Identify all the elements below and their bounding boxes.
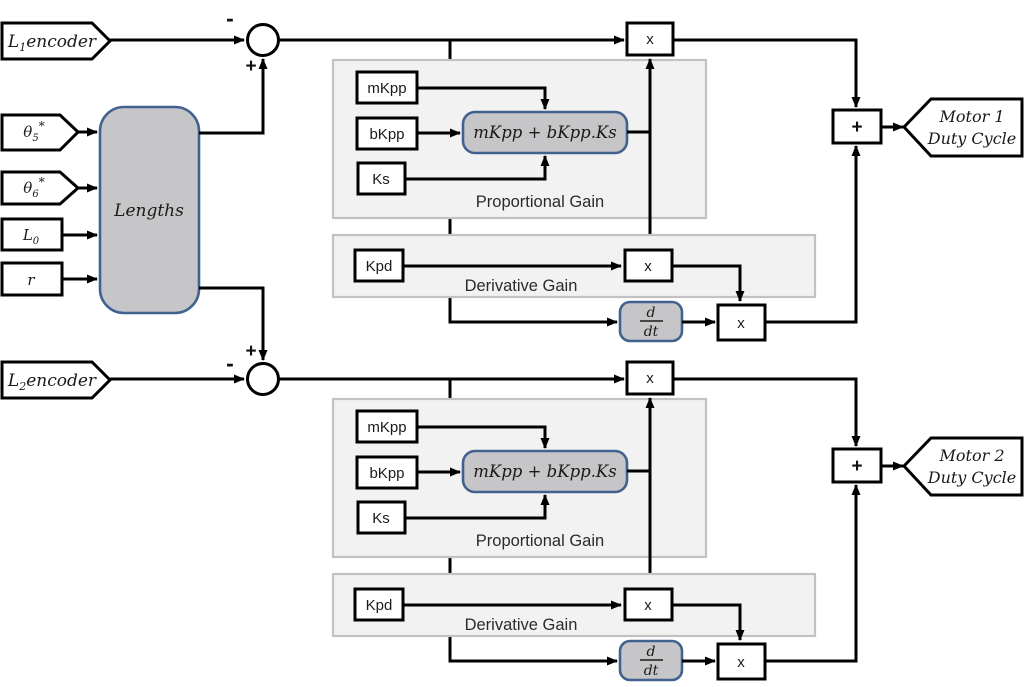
bkpp-label: bKpp (369, 126, 404, 143)
ddt-numerator: d (647, 305, 656, 321)
plus-sign: + (245, 56, 256, 77)
multiplier-label: x (737, 315, 745, 332)
ks-label: Ks (372, 171, 390, 188)
ddt-numerator: d (647, 644, 656, 660)
l1-encoder-label: L1encoder (7, 32, 97, 54)
mkpp-box (355, 70, 419, 105)
lengths-to-junction1-line (199, 58, 268, 135)
deriv-product-line (672, 603, 745, 641)
mkpp-line (417, 425, 550, 449)
motor-output-line2: Duty Cycle (927, 468, 1017, 487)
lengths-label: Lengths (113, 201, 184, 221)
deriv-term-to-sum-line (765, 484, 861, 663)
gain-formula-label: mKpp + bKpp.Ks (473, 462, 616, 481)
lengths-block (98, 105, 201, 315)
sum-label: + (851, 117, 862, 138)
kpd-box (353, 587, 405, 622)
theta5-label: θ5* (23, 119, 44, 144)
multiplier-label: x (737, 654, 745, 671)
minus-sign: - (226, 350, 234, 376)
lengths-to-junction2-line (199, 286, 268, 361)
derivative-gain-label: Derivative Gain (465, 616, 578, 634)
kpd-label: Kpd (366, 258, 393, 275)
summing-junction-1 (246, 23, 280, 57)
theta6-input (0, 170, 81, 206)
kpd-label: Kpd (366, 597, 393, 614)
motor-output-line2: Duty Cycle (927, 129, 1017, 148)
l0-label: L0 (22, 226, 40, 247)
mkpp-line (417, 86, 550, 110)
l2-encoder-input (0, 360, 113, 400)
reference-inputs: θ5* θ6* L0 r (0, 113, 98, 297)
theta5-input (0, 113, 81, 152)
error-multiplier-box (625, 360, 675, 396)
bkpp-label: bKpp (369, 465, 404, 482)
derivative-gain-label: Derivative Gain (465, 277, 578, 295)
mkpp-label: mKpp (367, 419, 406, 436)
bkpp-box (355, 116, 419, 151)
motor1-control-loop: L1encoder - + Proportional Gain mKpp bKp… (0, 5, 1024, 343)
ks-box (356, 500, 407, 535)
ks-line (405, 155, 550, 181)
product-multiplier-box (716, 303, 767, 342)
multiplier-label: x (646, 31, 654, 48)
deriv-product-line (672, 264, 745, 302)
ks-line (405, 494, 550, 520)
deriv-term-to-sum-line (765, 145, 861, 324)
motor2-output (901, 436, 1024, 497)
mkpp-label: mKpp (367, 80, 406, 97)
mkpp-box (355, 409, 419, 444)
l2-encoder-label: L2encoder (7, 371, 97, 393)
plus-sign: + (245, 341, 256, 362)
motor-output-line1: Motor 2 (939, 446, 1005, 465)
error-product-to-sum-line (673, 377, 861, 447)
sum-label: + (851, 456, 862, 477)
multiplier-label: x (644, 597, 652, 614)
summing-junction-2 (246, 362, 280, 396)
l1-encoder-input (0, 21, 113, 61)
minus-sign: - (226, 5, 234, 31)
multiplier-label: x (646, 370, 654, 387)
motor-output-line1: Motor 1 (939, 107, 1005, 126)
motor2-control-loop: L2encoder - + Proportional Gain mKpp bKp… (0, 341, 1024, 682)
r-label: r (27, 271, 35, 289)
ddt-denominator: dt (644, 663, 659, 679)
error-product-to-sum-line (673, 38, 861, 108)
theta6-label: θ6* (23, 175, 44, 200)
ddt-denominator: dt (644, 324, 659, 340)
proportional-gain-label: Proportional Gain (476, 193, 604, 211)
error-multiplier-box (625, 21, 675, 57)
gain-formula-label: mKpp + bKpp.Ks (473, 123, 616, 142)
ks-label: Ks (372, 510, 390, 527)
multiplier-label: x (644, 258, 652, 275)
proportional-gain-label: Proportional Gain (476, 532, 604, 550)
motor1-output (901, 97, 1024, 158)
